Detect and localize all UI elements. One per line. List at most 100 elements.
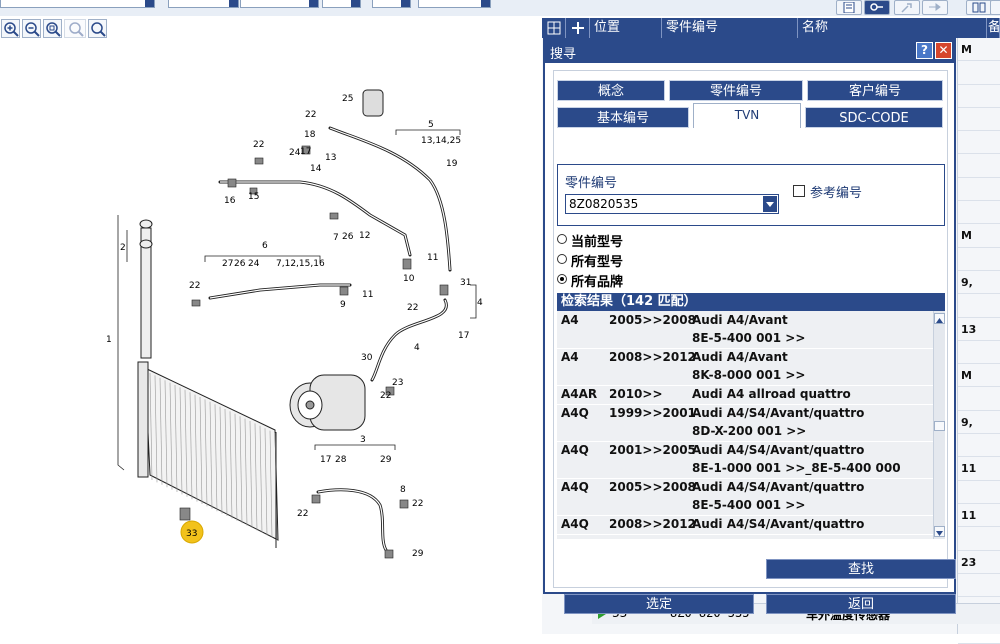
callout-label[interactable]: 28 bbox=[335, 455, 347, 465]
callout-label[interactable]: 9 bbox=[340, 300, 346, 310]
callout-label[interactable]: 23 bbox=[392, 378, 403, 388]
callout-label[interactable]: 22 bbox=[297, 509, 308, 519]
callout-label[interactable]: 13 bbox=[325, 153, 336, 163]
radio-current-model-circle[interactable] bbox=[557, 234, 567, 244]
layout-button-2[interactable] bbox=[990, 0, 1000, 15]
reference-number-checkbox[interactable] bbox=[793, 185, 805, 197]
callout-label[interactable]: 7,12,15,16 bbox=[276, 259, 325, 269]
callout-label[interactable]: 22 bbox=[189, 281, 200, 291]
tab-customer-number[interactable]: 客户编号 bbox=[807, 80, 943, 101]
remark-cell bbox=[958, 434, 1000, 458]
callout-label[interactable]: 8 bbox=[400, 485, 406, 495]
callout-label[interactable]: 19 bbox=[446, 159, 458, 169]
results-scrollbar[interactable] bbox=[933, 311, 945, 539]
callout-label[interactable]: 22 bbox=[407, 303, 418, 313]
callout-label[interactable]: 13,14,25 bbox=[421, 136, 461, 146]
top-combo-3[interactable] bbox=[240, 0, 319, 8]
close-button[interactable]: ✕ bbox=[935, 42, 952, 59]
callout-label[interactable]: 33 bbox=[186, 529, 197, 539]
tab-part-number[interactable]: 零件编号 bbox=[669, 80, 803, 101]
col-remark[interactable]: 备 bbox=[987, 18, 1000, 38]
highlight-33[interactable] bbox=[180, 520, 204, 544]
callout-label[interactable]: 18 bbox=[304, 130, 316, 140]
callout-label[interactable]: 30 bbox=[361, 353, 373, 363]
scroll-thumb[interactable] bbox=[934, 421, 945, 431]
callout-label[interactable]: 29 bbox=[412, 549, 424, 559]
callout-label[interactable]: 22 bbox=[253, 140, 264, 150]
select-button[interactable]: 选定 bbox=[564, 594, 754, 614]
callout-label[interactable]: 12 bbox=[359, 231, 370, 241]
scroll-down-button[interactable] bbox=[934, 526, 945, 537]
layout-button[interactable] bbox=[966, 0, 992, 15]
zoom-fit-button[interactable] bbox=[43, 19, 62, 38]
zoom-reset-button[interactable] bbox=[64, 19, 86, 38]
dialog-titlebar[interactable]: 搜寻 ? ✕ bbox=[545, 40, 954, 63]
col-name[interactable]: 名称 bbox=[798, 18, 987, 38]
tab-concept[interactable]: 概念 bbox=[557, 80, 665, 101]
callout-label[interactable]: 24 bbox=[248, 259, 260, 269]
table-grid-button[interactable] bbox=[542, 18, 566, 38]
search-zoom-button[interactable] bbox=[88, 19, 107, 38]
callout-label[interactable]: 25 bbox=[342, 94, 353, 104]
callout-label[interactable]: 26 bbox=[234, 259, 246, 269]
key-button[interactable] bbox=[864, 0, 890, 15]
tool-button[interactable] bbox=[894, 0, 920, 15]
callout-label[interactable]: 5 bbox=[428, 120, 434, 130]
callout-label[interactable]: 22 bbox=[380, 391, 391, 401]
callout-label[interactable]: 2 bbox=[120, 243, 126, 253]
tab-sdc-code[interactable]: SDC-CODE bbox=[805, 107, 943, 128]
callout-label[interactable]: 24 bbox=[289, 148, 301, 158]
callout-label[interactable]: 27 bbox=[222, 259, 233, 269]
callout-label[interactable]: 7 bbox=[333, 233, 339, 243]
callout-label[interactable]: 1 bbox=[106, 335, 112, 345]
callout-label[interactable]: 14 bbox=[310, 164, 322, 174]
col-part-number[interactable]: 零件编号 bbox=[662, 18, 798, 38]
table-expand-button[interactable] bbox=[566, 18, 590, 38]
zoom-out-button[interactable] bbox=[22, 19, 41, 38]
scroll-up-button[interactable] bbox=[934, 313, 945, 324]
callout-label[interactable]: 17 bbox=[320, 455, 331, 465]
top-combo-1[interactable] bbox=[0, 0, 155, 8]
callout-label[interactable]: 17 bbox=[458, 331, 469, 341]
find-button[interactable]: 查找 bbox=[766, 559, 956, 579]
back-button[interactable]: 返回 bbox=[766, 594, 956, 614]
print-button[interactable] bbox=[836, 0, 862, 15]
remark-cell: 9, bbox=[958, 411, 1000, 435]
callout-label[interactable]: 4 bbox=[477, 298, 483, 308]
tab-tvn[interactable]: TVN bbox=[693, 103, 801, 128]
top-combo-5[interactable] bbox=[372, 0, 411, 8]
callout-label[interactable]: 29 bbox=[380, 455, 392, 465]
callout-label[interactable]: 17 bbox=[300, 147, 311, 157]
callout-label[interactable]: 11 bbox=[362, 290, 373, 300]
callout-label[interactable]: 6 bbox=[262, 241, 268, 251]
top-combo-2[interactable] bbox=[168, 0, 239, 8]
callout-label[interactable]: 22 bbox=[305, 110, 316, 120]
radio-all-brands-circle[interactable] bbox=[557, 274, 567, 284]
callout-label[interactable]: 26 bbox=[342, 232, 354, 242]
callout-label[interactable]: 16 bbox=[224, 196, 236, 206]
step-button[interactable] bbox=[922, 0, 948, 15]
callout-label[interactable]: 3 bbox=[360, 435, 366, 445]
part-number-select[interactable]: 8Z0820535 bbox=[565, 194, 779, 214]
callout-label[interactable]: 31 bbox=[460, 278, 471, 288]
top-combo-6[interactable] bbox=[418, 0, 491, 8]
col-position[interactable]: 位置 bbox=[590, 18, 662, 38]
callout-label[interactable]: 11 bbox=[427, 253, 438, 263]
zoom-in-button[interactable] bbox=[1, 19, 20, 38]
dropdown-button[interactable] bbox=[763, 196, 777, 212]
top-combo-4[interactable] bbox=[322, 0, 361, 8]
callout-label[interactable]: 4 bbox=[414, 343, 420, 353]
help-button[interactable]: ? bbox=[916, 42, 933, 59]
callout-label[interactable]: 10 bbox=[403, 274, 415, 284]
callout-label[interactable]: 15 bbox=[248, 192, 259, 202]
radio-all-models-circle[interactable] bbox=[557, 254, 567, 264]
callout-label[interactable]: 22 bbox=[412, 499, 423, 509]
tab-base-number[interactable]: 基本编号 bbox=[557, 107, 689, 128]
